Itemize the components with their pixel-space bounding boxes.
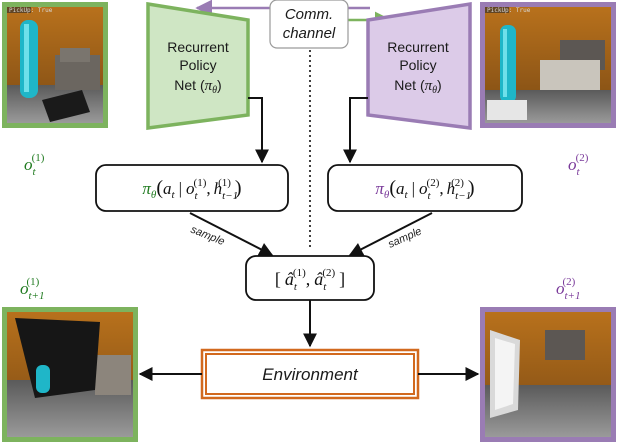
sample-label-left: sample xyxy=(189,224,226,248)
policy-net-agent1: Recurrent Policy Net (πθ) xyxy=(146,1,250,130)
joint-action-text: [ât(1),ât(2)] xyxy=(275,267,345,293)
next-observation-image-agent2 xyxy=(480,307,616,442)
policy-dist-agent2: πθ(at|ot(2),ht−1(2)) xyxy=(327,164,523,212)
arrow-sample-agent2 xyxy=(348,212,433,256)
obs-label-agent1: ot(1) xyxy=(24,152,45,178)
policy-net-left-line3: Net (πθ) xyxy=(174,77,221,96)
policy-net-left-line1: Recurrent xyxy=(167,39,229,55)
hud-text-right: PickUp: True xyxy=(487,7,531,14)
policy-net-left-line2: Policy xyxy=(179,57,216,73)
environment-box: Environment xyxy=(200,348,420,400)
arrow-sample-agent1 xyxy=(189,212,274,256)
next-obs-label-agent1: ot+1(1) xyxy=(20,276,44,302)
observation-image-agent2: PickUp: True xyxy=(480,2,616,128)
arrow-net1-to-policy1 xyxy=(248,97,269,164)
arrow-net2-to-policy2 xyxy=(343,97,368,164)
policy-dist-agent1: πθ(at|ot(1),ht−1(1)) xyxy=(95,164,289,212)
policy-net-agent2: Recurrent Policy Net (πθ) xyxy=(366,1,472,130)
joint-action: [ât(1),ât(2)] xyxy=(245,255,375,301)
hud-text-left: PickUp: True xyxy=(9,7,53,14)
policy-dist-right-text: πθ(at|ot(2),ht−1(2)) xyxy=(375,177,474,202)
policy-dist-left-text: πθ(at|ot(1),ht−1(1)) xyxy=(142,177,241,202)
comm-channel: Comm. channel xyxy=(195,0,392,49)
sample-label-right: sample xyxy=(386,225,423,250)
comm-channel-line1: Comm. xyxy=(285,6,333,23)
policy-net-right-line1: Recurrent xyxy=(387,39,449,55)
policy-net-right-line2: Policy xyxy=(399,57,436,73)
next-obs-label-agent2: ot+1(2) xyxy=(556,276,580,302)
observation-image-agent1: PickUp: True xyxy=(2,2,108,128)
environment-label: Environment xyxy=(262,365,359,384)
policy-net-right-line3: Net (πθ) xyxy=(394,77,441,96)
obs-label-agent2: ot(2) xyxy=(568,152,589,178)
next-observation-image-agent1 xyxy=(2,307,138,442)
comm-channel-line2: channel xyxy=(283,25,336,42)
